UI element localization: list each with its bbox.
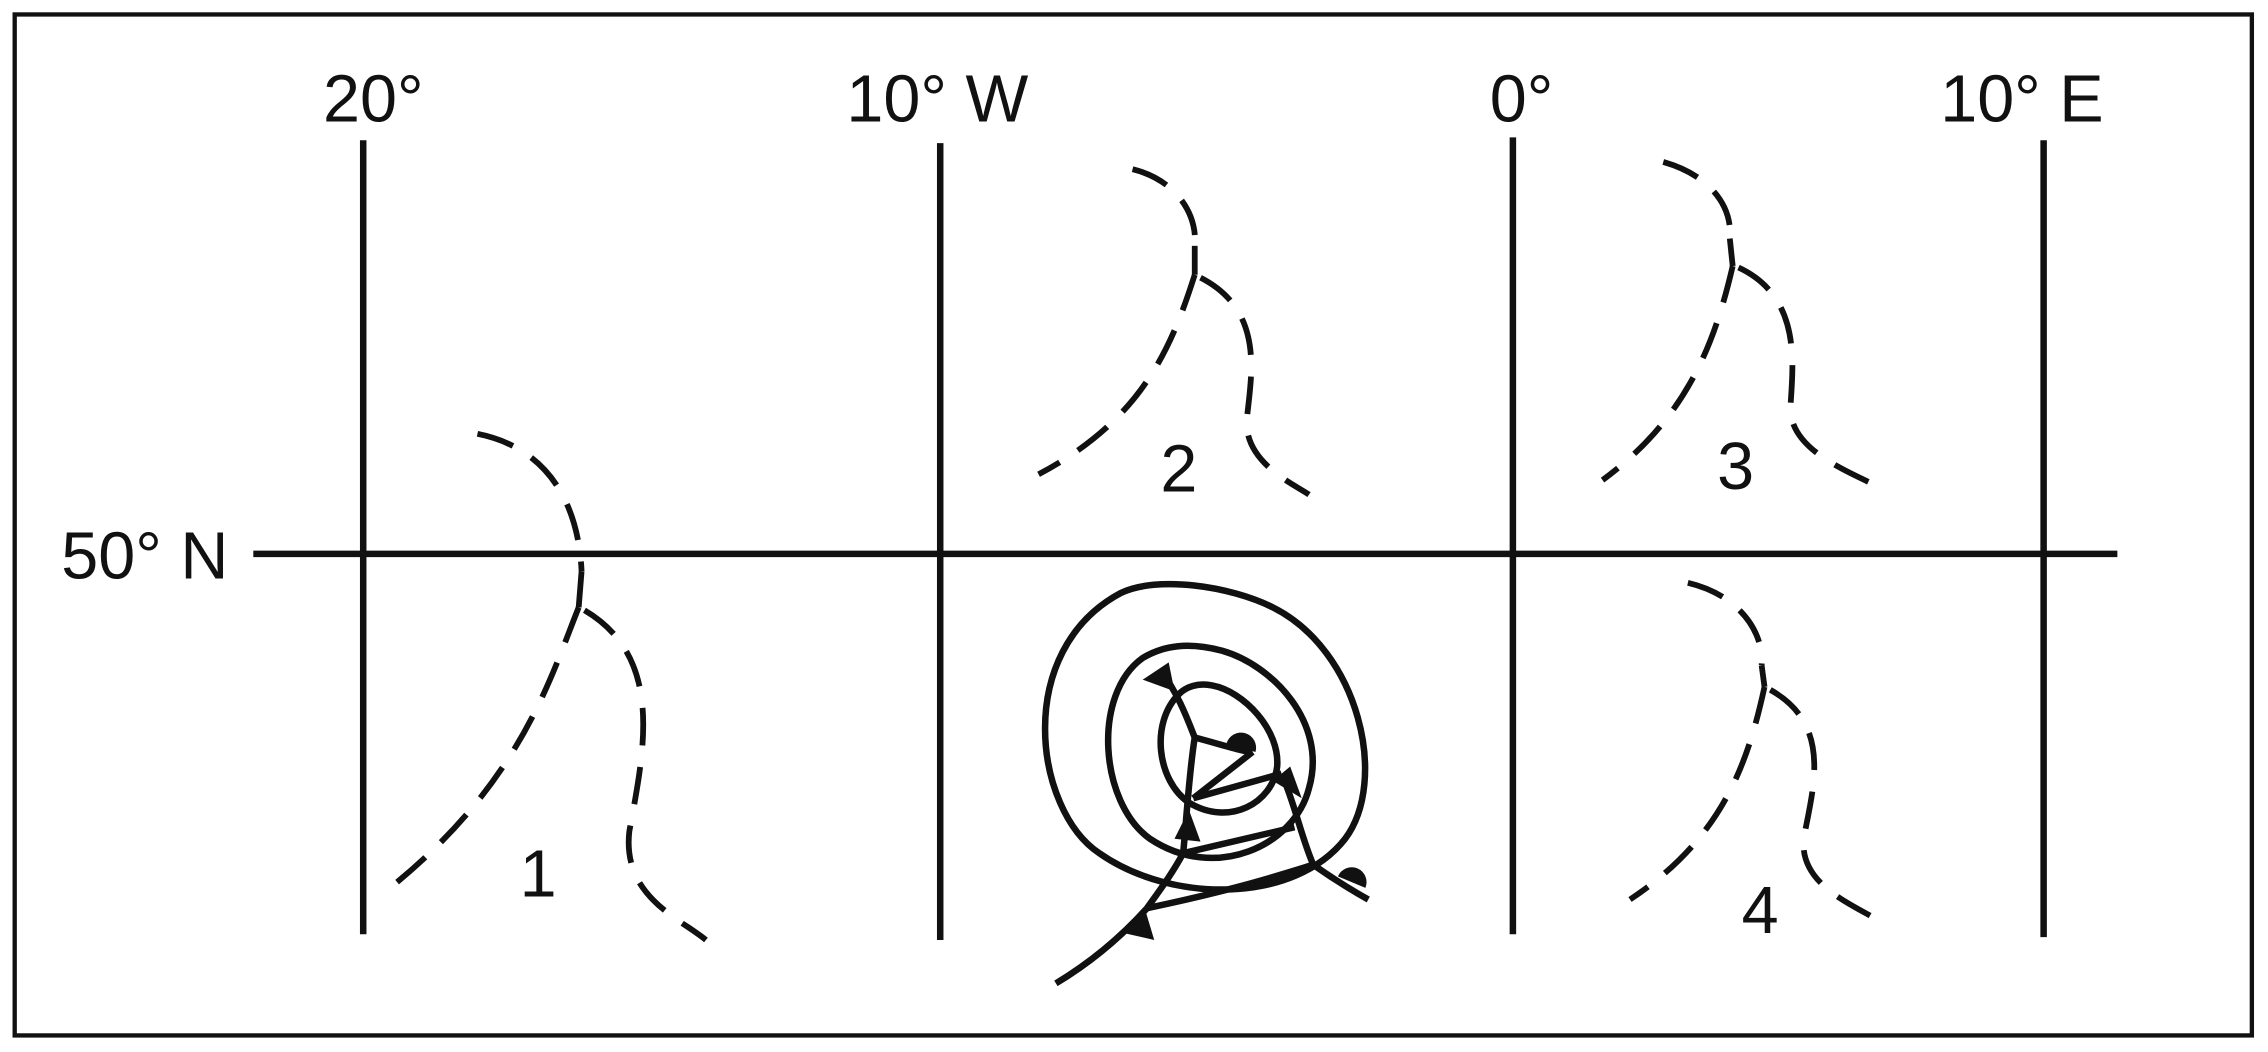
longitude-label-20w: 20°: [323, 62, 424, 136]
warm-front-semicircle-1: [1226, 732, 1257, 752]
trough-4-east-branch: [1768, 687, 1879, 923]
trough-2-east-branch: [1199, 275, 1311, 497]
trough-1-kink: [575, 570, 585, 608]
isobar-outer: [1041, 580, 1369, 893]
trough-label-3: 3: [1717, 430, 1754, 504]
cold-front-triangle-3: [1122, 911, 1155, 940]
trough-2-west-branch: [1037, 273, 1198, 477]
trough-3-east-branch: [1737, 264, 1885, 492]
cold-front-mid: [1144, 851, 1187, 911]
longitude-label-0: 0°: [1490, 62, 1554, 136]
front-link-b: [1192, 770, 1283, 802]
front-symbols: [1122, 662, 1367, 940]
cold-front-inner: [1179, 737, 1198, 854]
front-base-link: [1146, 861, 1315, 912]
map-frame: [12, 12, 2255, 1038]
front-link-a: [1191, 749, 1255, 801]
trough-4-west-branch: [1628, 686, 1768, 902]
latitude-label-50n: 50° N: [61, 519, 228, 593]
trough-3-upper-arc: [1662, 159, 1733, 239]
trough-1-east-branch: [582, 607, 708, 943]
cold-front-triangle-2: [1174, 809, 1201, 842]
trough-label-1: 1: [520, 838, 557, 912]
trough-3-west-branch: [1600, 265, 1736, 483]
cold-front-triangle-4: [1272, 766, 1302, 799]
longitude-label-10e: 10° E: [1940, 62, 2103, 136]
trough-label-4: 4: [1742, 874, 1779, 948]
warm-front-tail: [1311, 862, 1370, 903]
trough-1-west-branch: [391, 606, 582, 888]
longitude-label-10w: 10° W: [846, 62, 1028, 136]
trough-2-upper-arc: [1131, 166, 1198, 247]
low-pressure-system: [1041, 580, 1370, 987]
warm-front-semicircle-2: [1337, 867, 1367, 888]
trough-1-upper-arc: [476, 431, 585, 572]
trough-4-kink: [1758, 664, 1768, 688]
trough-3-kink: [1726, 238, 1736, 267]
cold-front-triangle-1: [1142, 662, 1175, 692]
cold-front-tail: [1054, 905, 1150, 987]
trough-4-upper-arc: [1687, 579, 1765, 666]
front-link-c: [1182, 824, 1296, 857]
isobar-middle: [1104, 642, 1317, 862]
trough-label-2: 2: [1160, 433, 1197, 507]
